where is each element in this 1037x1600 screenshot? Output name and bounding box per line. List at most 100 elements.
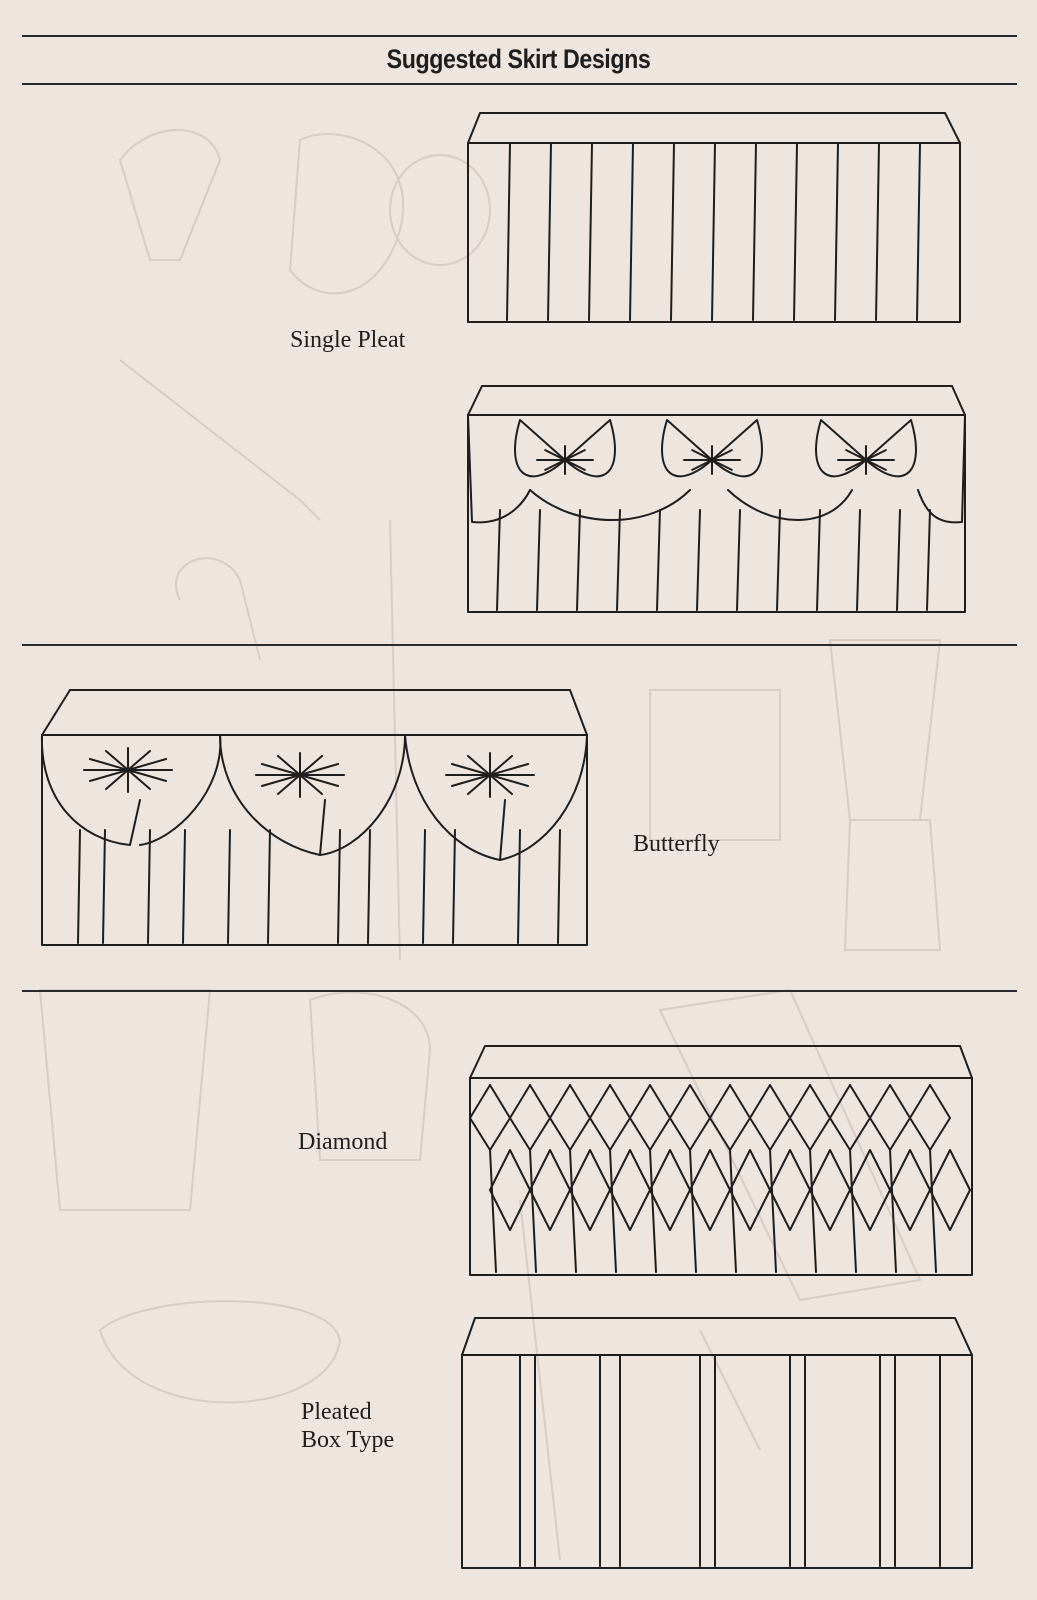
- pleat-fold: [856, 509, 861, 611]
- pleat-fold: [752, 142, 757, 321]
- pleat-fold: [926, 509, 931, 611]
- pleat-fold: [452, 829, 456, 944]
- pleat-fold: [711, 142, 716, 321]
- section-rule-2: [22, 990, 1017, 992]
- butterfly-gather: [105, 769, 129, 791]
- pleat-fold: [367, 829, 371, 944]
- pleat-fold: [916, 142, 921, 321]
- butterfly-gather: [467, 774, 491, 796]
- pleat-fold: [496, 509, 501, 611]
- bow-gather: [564, 459, 586, 471]
- bow-gather: [691, 449, 713, 461]
- pleated-box-type-label-line1: Pleated: [301, 1399, 372, 1425]
- pleat-fold: [569, 1149, 577, 1273]
- diamond-cell: [929, 1149, 971, 1231]
- pleat-fold: [422, 829, 426, 944]
- pleat-fold: [616, 509, 621, 611]
- pleat-fold: [929, 1149, 937, 1273]
- diamond-cell: [849, 1149, 891, 1231]
- bow-gather: [691, 459, 713, 471]
- pleat-fold: [536, 509, 541, 611]
- diamond-cell: [809, 1149, 851, 1231]
- butterfly-gather: [299, 774, 340, 787]
- pleat-fold: [834, 142, 839, 321]
- pleat-fold: [793, 142, 798, 321]
- butterfly-gather: [277, 754, 301, 776]
- bow-right-wing: [564, 419, 616, 478]
- pleat-fold: [576, 509, 581, 611]
- butterfly-gather: [299, 774, 323, 796]
- pleat-fold: [849, 1149, 857, 1273]
- pleat-fold: [875, 142, 880, 321]
- pleat-fold: [689, 1149, 697, 1273]
- butterfly-gather: [450, 763, 491, 776]
- butterfly-gather: [489, 754, 513, 776]
- bow-gather: [564, 449, 586, 461]
- butterfly-gather: [489, 774, 530, 787]
- top-rule: [22, 35, 1017, 37]
- butterfly-gather: [299, 763, 340, 776]
- pleat-fold: [588, 142, 593, 321]
- pleat-fold: [182, 829, 186, 944]
- pleat-fold: [816, 509, 821, 611]
- pleat-fold: [609, 1149, 617, 1273]
- bow-gather: [711, 459, 733, 471]
- diamond-cell: [609, 1149, 651, 1231]
- butterfly-gather: [127, 769, 151, 791]
- pleated-box-type-label: Pleated Box Type: [301, 1398, 394, 1454]
- pleat-fold: [517, 829, 521, 944]
- pleat-fold: [629, 142, 634, 321]
- bow-gather: [711, 449, 733, 461]
- pleat-fold: [102, 829, 106, 944]
- butterfly-gather: [127, 758, 168, 771]
- diamond-cell: [729, 1149, 771, 1231]
- diamond-cell: [769, 1149, 811, 1231]
- pleat-fold: [769, 1149, 777, 1273]
- pleat-fold: [227, 829, 231, 944]
- pleat-fold: [656, 509, 661, 611]
- butterfly-gather: [127, 749, 151, 771]
- butterfly-gather: [489, 774, 513, 796]
- pleat-fold: [649, 1149, 657, 1273]
- diamond-label: Diamond: [298, 1129, 388, 1155]
- bow-right-wing: [711, 419, 763, 478]
- pleat-fold: [547, 142, 552, 321]
- bow-left-wing: [514, 419, 566, 478]
- pleat-fold: [736, 509, 741, 611]
- butterfly-gather: [260, 774, 301, 787]
- diamond-cell: [569, 1149, 611, 1231]
- pleat-fold: [557, 829, 561, 944]
- butterfly-gather: [105, 749, 129, 771]
- butterfly-gather: [88, 758, 129, 771]
- bow-gather: [865, 449, 887, 461]
- butterfly-gather: [127, 769, 168, 782]
- single-pleat-label: Single Pleat: [290, 327, 406, 353]
- pleat-fold: [489, 1149, 497, 1273]
- pleat-fold: [147, 829, 151, 944]
- diamond-cell: [649, 1149, 691, 1231]
- pleat-fold: [529, 1149, 537, 1273]
- bow-gather: [544, 449, 566, 461]
- bow-right-wing: [865, 419, 917, 478]
- bow-gather: [845, 459, 867, 471]
- pleat-fold: [267, 829, 271, 944]
- butterfly-gather: [277, 774, 301, 796]
- butterfly-gather: [467, 754, 491, 776]
- butterfly-gather: [260, 763, 301, 776]
- pleat-fold: [670, 142, 675, 321]
- pleat-fold: [77, 829, 81, 944]
- diamond-cell: [529, 1149, 571, 1231]
- bow-gather: [845, 449, 867, 461]
- pleat-fold: [337, 829, 341, 944]
- pleated-box-type-label-line2: Box Type: [301, 1427, 395, 1453]
- pleat-fold: [896, 509, 901, 611]
- diamond-cell: [689, 1149, 731, 1231]
- butterfly-gather: [299, 754, 323, 776]
- pleat-fold: [889, 1149, 897, 1273]
